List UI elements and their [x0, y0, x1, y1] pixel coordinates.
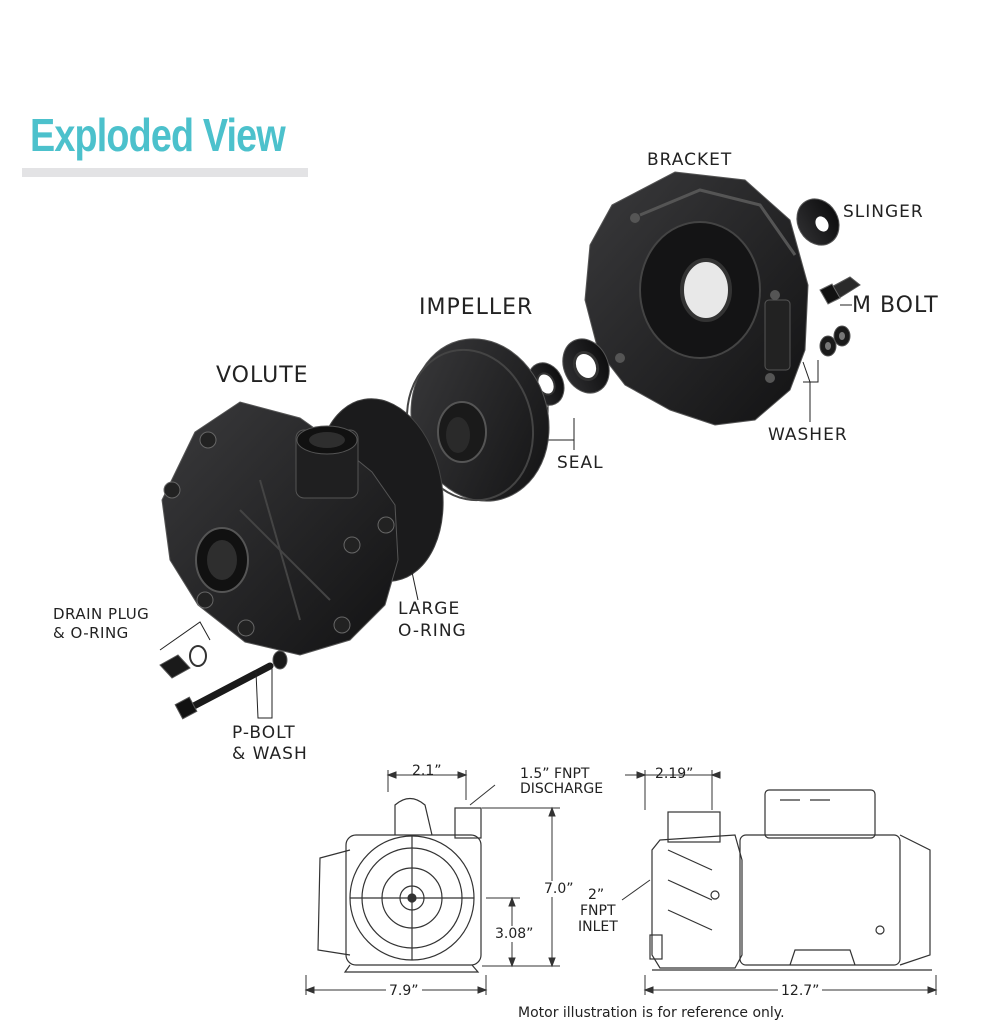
- label-large-oring-line1: LARGE: [398, 599, 461, 619]
- label-drain-plug-line1: DRAIN PLUG: [53, 605, 150, 623]
- dim-front-discharge-offset: 2.1”: [412, 763, 442, 779]
- footer-note: Motor illustration is for reference only…: [518, 1005, 785, 1021]
- volute-part: [161, 398, 444, 656]
- impeller-part: [405, 338, 550, 502]
- washer-part: [819, 325, 851, 357]
- slinger-part: [796, 198, 840, 246]
- side-view-dimension-lines: [621, 770, 938, 995]
- title-underline: [22, 168, 308, 177]
- page-title: Exploded View: [30, 109, 286, 161]
- m-bolt-part: [819, 276, 861, 305]
- dim-front-discharge-line2: DISCHARGE: [520, 781, 604, 797]
- drain-plug-part: [159, 645, 207, 679]
- dim-side-inlet-line1: 2”: [588, 887, 605, 903]
- dim-side-discharge-offset: 2.19”: [655, 766, 694, 782]
- label-drain-plug-line2: & O-RING: [53, 624, 129, 642]
- dim-front-discharge-line1: 1.5” FNPT: [520, 766, 590, 782]
- label-p-bolt-line2: & WASH: [232, 744, 308, 764]
- dim-side-length: 12.7”: [778, 983, 823, 999]
- label-bracket: BRACKET: [647, 150, 733, 170]
- label-washer: WASHER: [768, 425, 848, 445]
- label-slinger: SLINGER: [843, 202, 924, 222]
- dim-side-inlet-line2: FNPT: [580, 903, 616, 919]
- dim-front-width: 7.9”: [386, 983, 422, 999]
- front-view-dimension-lines: [304, 770, 560, 995]
- label-large-oring-line2: O-RING: [398, 621, 467, 641]
- dim-side-inlet-line3: INLET: [578, 919, 618, 935]
- side-view-drawing: [649, 789, 932, 971]
- label-p-bolt-line1: P-BOLT: [232, 723, 296, 743]
- label-m-bolt: M BOLT: [852, 293, 939, 318]
- label-volute: VOLUTE: [216, 363, 309, 388]
- label-seal: SEAL: [557, 453, 604, 473]
- dim-front-height: 7.0”: [542, 881, 576, 897]
- seal-part: [527, 338, 610, 406]
- bracket-part: [584, 171, 809, 426]
- front-view-drawing: [317, 797, 482, 973]
- p-bolt-part: [174, 650, 288, 720]
- label-impeller: IMPELLER: [419, 295, 534, 320]
- dim-front-shaft-height: 3.08”: [493, 926, 536, 942]
